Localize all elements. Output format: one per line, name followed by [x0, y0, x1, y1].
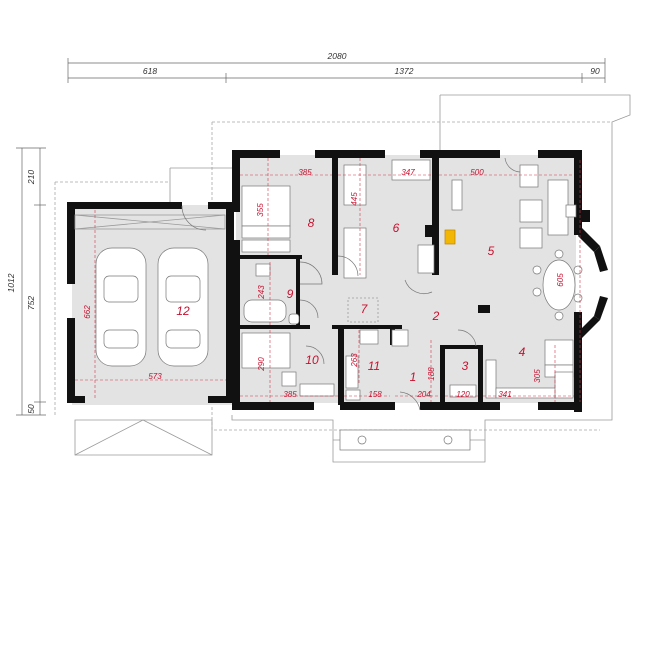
sofa-icon	[547, 179, 569, 236]
room-9-depth: 243	[257, 285, 266, 300]
bed-icon	[241, 185, 291, 227]
room-6-width: 347	[401, 168, 415, 177]
depth-main-label: 752	[26, 296, 36, 310]
bed-icon	[241, 332, 291, 369]
middle-segment-label: 1372	[395, 66, 414, 76]
room-5-depth: 605	[556, 273, 565, 287]
room-4-depth: 305	[533, 369, 542, 383]
toilet-icon	[288, 313, 300, 325]
room-number-7: 7	[361, 302, 369, 316]
room-11-depth: 263	[350, 353, 359, 368]
room-4-width: 341	[498, 390, 511, 399]
room-number-3: 3	[462, 359, 469, 373]
fireplace-icon	[444, 229, 456, 245]
room-number-11: 11	[368, 359, 380, 373]
room-1-depth: 188	[427, 367, 436, 381]
total-depth-label: 1012	[6, 273, 16, 292]
total-width-label: 2080	[327, 51, 347, 61]
room-number-9: 9	[287, 287, 294, 301]
room-8-width: 385	[298, 168, 312, 177]
room-number-4: 4	[519, 345, 526, 359]
room-6-depth: 445	[350, 192, 359, 206]
room-number-5: 5	[488, 244, 495, 258]
room-number-8: 8	[308, 216, 315, 230]
bathtub-icon	[243, 299, 287, 323]
doors	[181, 157, 521, 411]
room-8-depth: 355	[256, 203, 265, 217]
depth-bottom-label: 50	[26, 404, 36, 414]
dimension-lines-left	[16, 147, 46, 416]
right-segment-label: 90	[590, 66, 600, 76]
room-10-width: 385	[283, 390, 297, 399]
room-11-width: 158	[368, 390, 382, 399]
car-icon	[95, 247, 147, 367]
room-number-10: 10	[305, 353, 319, 367]
walls	[67, 150, 608, 412]
room-number-2: 2	[432, 309, 440, 323]
depth-top-label: 210	[26, 170, 36, 185]
room-10-depth: 290	[257, 357, 266, 372]
room-number-12: 12	[176, 304, 190, 318]
dining-table-icon	[542, 259, 576, 311]
floor-area	[72, 155, 576, 405]
furniture	[74, 159, 583, 451]
room-number-1: 1	[410, 370, 417, 384]
car-icon	[157, 247, 209, 367]
room-number-6: 6	[393, 221, 400, 235]
hall-marker	[347, 297, 379, 323]
room-3-width: 120	[456, 390, 470, 399]
room-1-width: 204	[416, 390, 431, 399]
room-dimension-lines	[75, 158, 581, 402]
dimension-lines-top	[67, 58, 606, 83]
room-5-width: 500	[470, 168, 484, 177]
room-12-depth: 662	[83, 305, 92, 319]
left-segment-label: 618	[143, 66, 157, 76]
room-12-width: 573	[148, 372, 162, 381]
